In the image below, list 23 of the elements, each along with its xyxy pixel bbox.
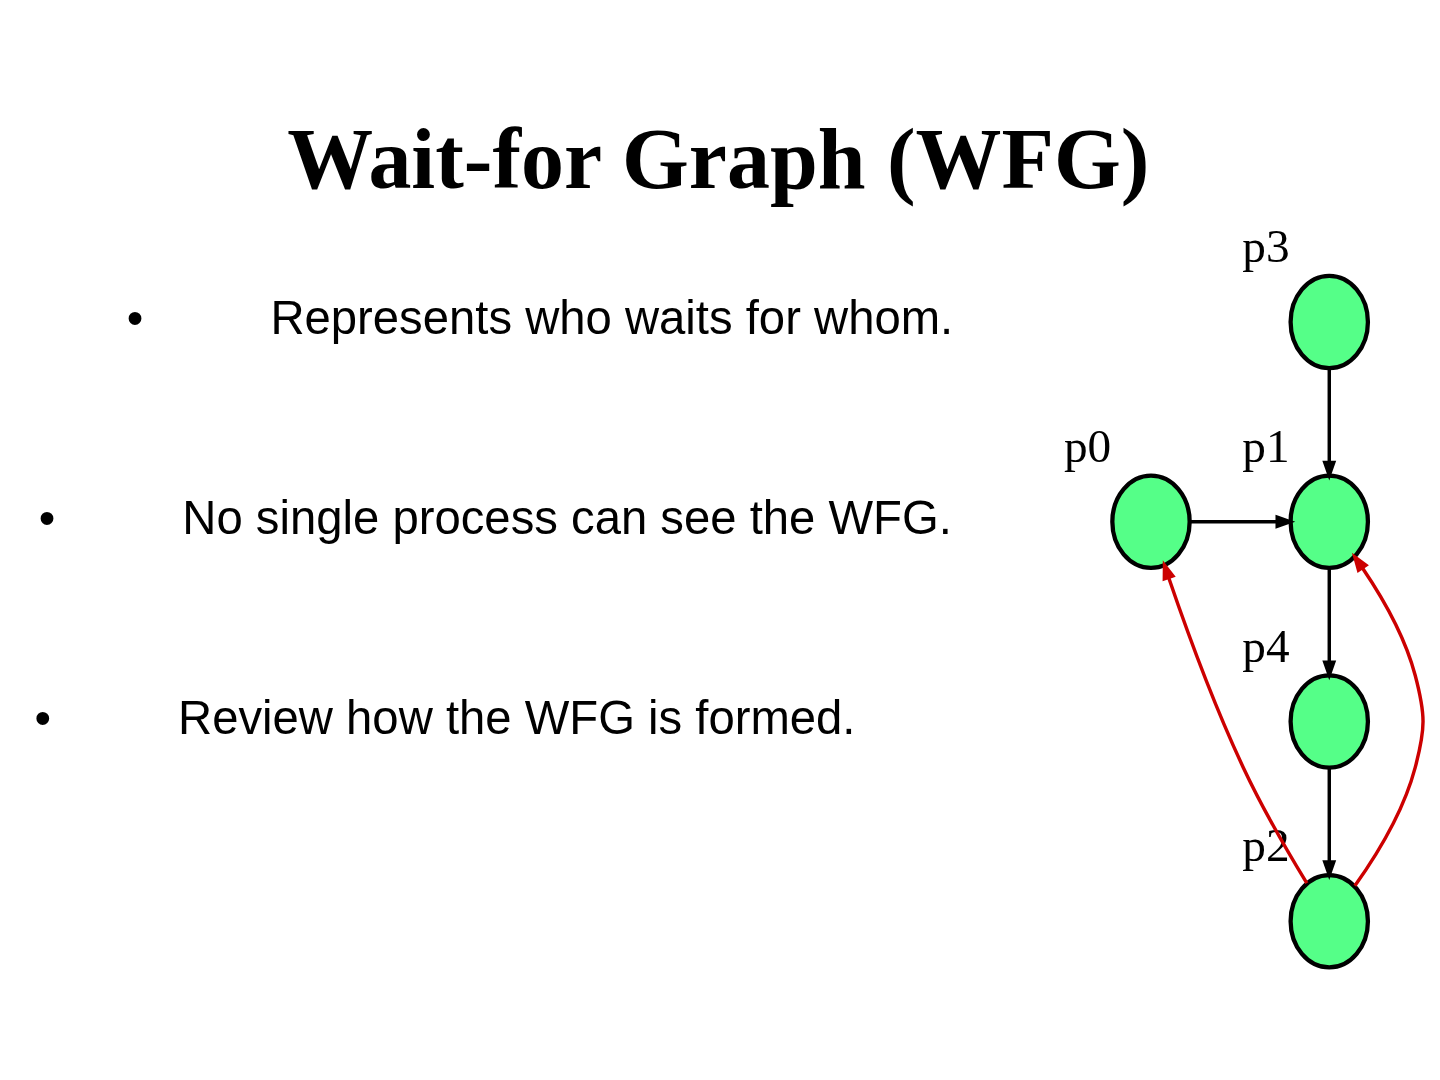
label: No single process can see the WFG. [182,490,952,544]
node-ellipse [1288,872,1371,970]
arrow [1322,768,1337,881]
arrow [1190,514,1296,529]
arrow [1162,560,1309,885]
label: Review how the WFG is formed. [178,690,856,744]
node-label: p4 [1242,619,1290,672]
node-ellipse [1288,473,1371,571]
arrow [1351,552,1425,887]
node-label: p1 [1242,419,1290,472]
diagram-title: Wait-for Graph (WFG) [287,110,1150,207]
node-ellipse [1288,273,1371,371]
arrow [1322,368,1337,481]
label: • [38,490,56,544]
node-ellipse [1110,473,1192,571]
label: • [126,291,144,345]
node-label: p0 [1064,419,1112,472]
node-ellipse [1288,673,1371,770]
node-label: p3 [1242,220,1290,273]
arrow [1322,568,1337,681]
label: • [34,690,52,744]
node-label: p2 [1242,819,1290,872]
label: Represents who waits for whom. [270,291,954,345]
